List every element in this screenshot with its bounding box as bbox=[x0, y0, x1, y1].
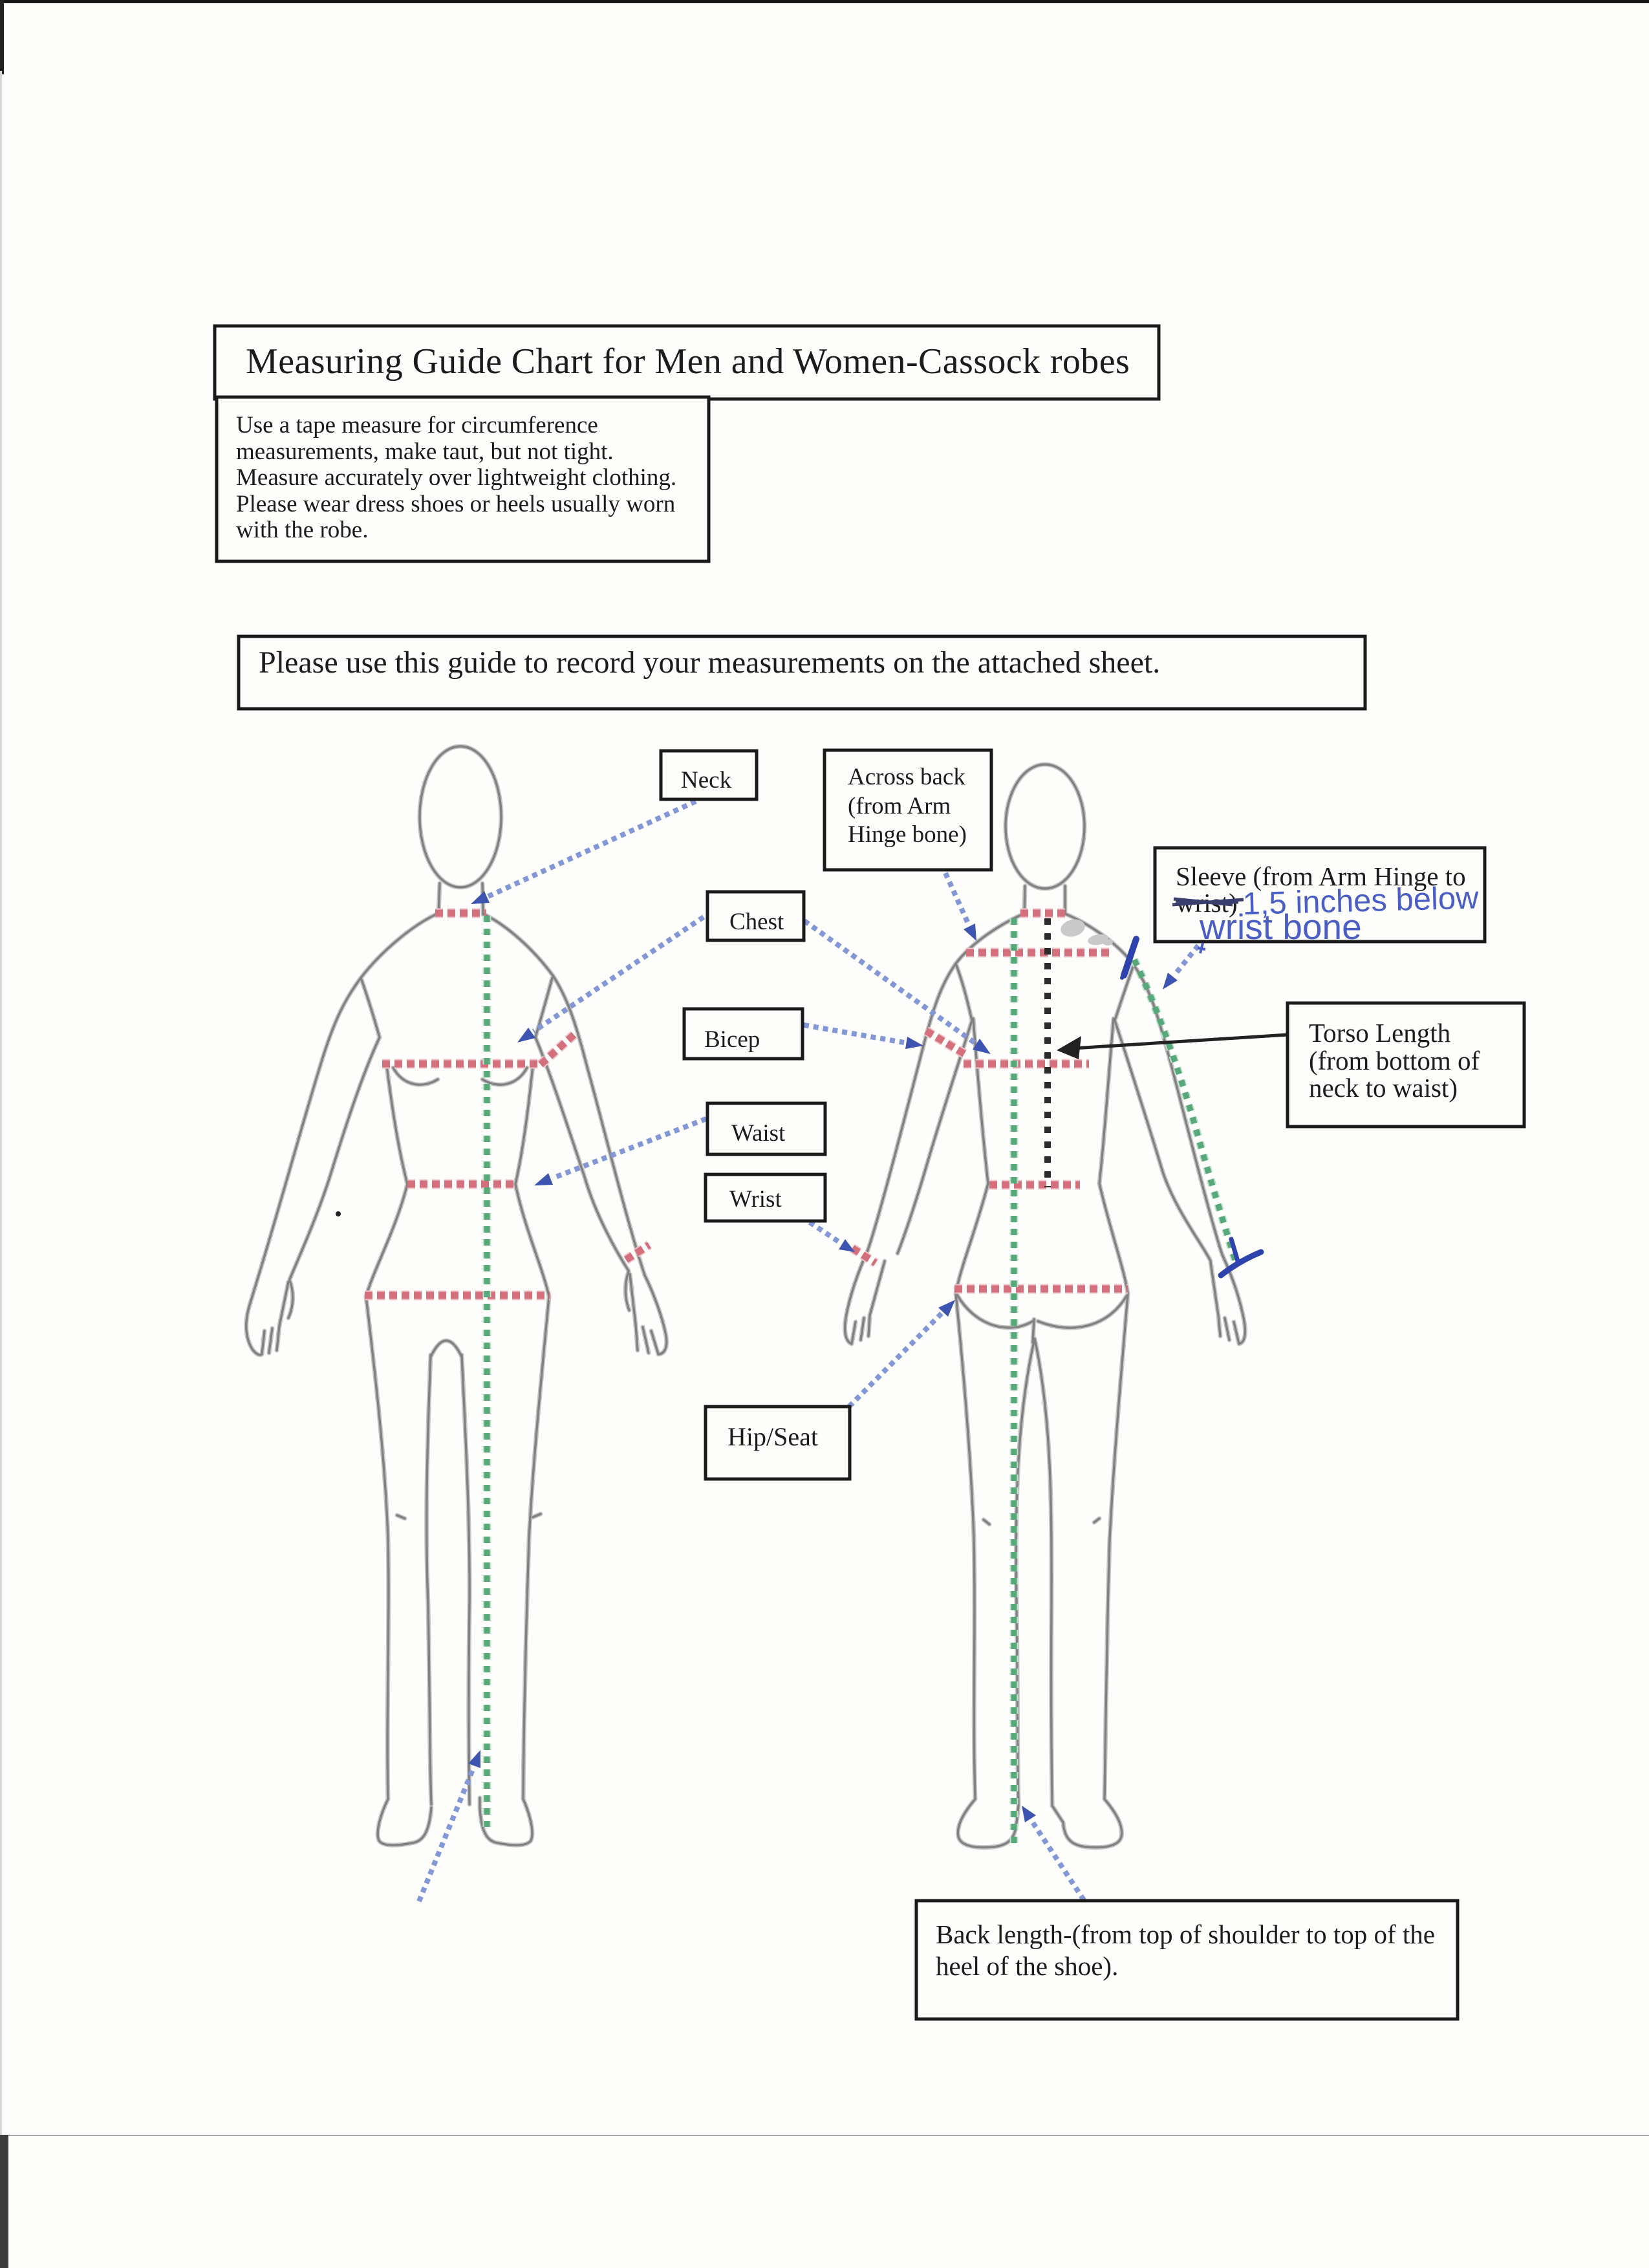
svg-text:Please use this guide to recor: Please use this guide to record your mea… bbox=[259, 645, 1160, 680]
svg-text:wrist bone: wrist bone bbox=[1199, 907, 1362, 947]
svg-text:neck to waist): neck to waist) bbox=[1309, 1073, 1458, 1103]
svg-text:measurements, make taut, but n: measurements, make taut, but not tight. bbox=[236, 438, 614, 465]
svg-text:Back length-(from top of shoul: Back length-(from top of shoulder to top… bbox=[936, 1919, 1435, 1949]
svg-text:Chest: Chest bbox=[729, 909, 784, 935]
svg-text:1,5 inches below: 1,5 inches below bbox=[1242, 880, 1480, 922]
svg-text:Please wear dress shoes or hee: Please wear dress shoes or heels usually… bbox=[236, 491, 675, 517]
svg-text:Across back: Across back bbox=[848, 764, 965, 790]
svg-text:Bicep: Bicep bbox=[704, 1026, 760, 1053]
svg-text:Neck: Neck bbox=[681, 767, 732, 794]
svg-text:heel of the shoe).: heel of the shoe). bbox=[936, 1951, 1118, 1981]
svg-text:Waist: Waist bbox=[731, 1120, 786, 1147]
svg-text:Hinge bone): Hinge bone) bbox=[848, 821, 967, 848]
svg-text:Sleeve (from Arm Hinge to: Sleeve (from Arm Hinge to bbox=[1176, 861, 1466, 891]
svg-text:Measure accurately over lightw: Measure accurately over lightweight clot… bbox=[236, 464, 676, 491]
svg-text:Torso Length: Torso Length bbox=[1309, 1018, 1450, 1048]
svg-text:with the robe.: with the robe. bbox=[236, 517, 368, 543]
svg-text:Measuring Guide Chart for Men: Measuring Guide Chart for Men and Women-… bbox=[246, 341, 1130, 382]
svg-text:Use a tape measure for circumf: Use a tape measure for circumference bbox=[236, 412, 598, 438]
svg-text:Wrist: Wrist bbox=[729, 1186, 782, 1213]
svg-text:Hip/Seat: Hip/Seat bbox=[727, 1422, 818, 1451]
svg-text:(from bottom of: (from bottom of bbox=[1309, 1046, 1480, 1075]
svg-text:(from Arm: (from Arm bbox=[848, 793, 951, 819]
